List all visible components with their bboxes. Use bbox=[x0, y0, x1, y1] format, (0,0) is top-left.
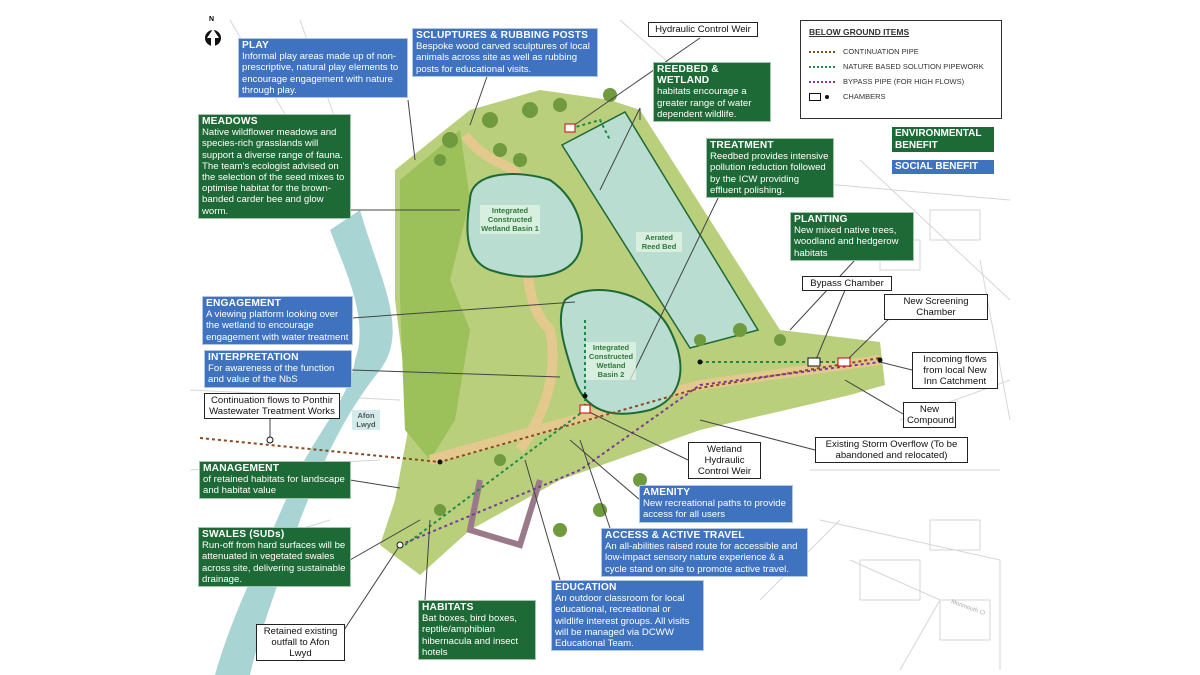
retained-outfall-callout: Retained existing outfall to Afon Lwyd bbox=[256, 624, 345, 661]
legend-label: NATURE BASED SOLUTION PIPEWORK bbox=[843, 62, 984, 71]
leader-lines bbox=[269, 37, 913, 631]
reed-bed bbox=[560, 111, 760, 349]
box-text: Informal play areas made up of non-presc… bbox=[242, 51, 399, 96]
legend-label: CONTINUATION PIPE bbox=[843, 47, 919, 56]
box-title: REEDBED & WETLAND bbox=[657, 64, 719, 87]
box-title: ENGAGEMENT bbox=[206, 298, 282, 309]
new-compound-callout: New Compound bbox=[903, 402, 956, 428]
box-title: EDUCATION bbox=[555, 582, 617, 593]
box-text: An all-abilities raised route for access… bbox=[605, 541, 798, 575]
box-title: SCLUPTURES & RUBBING POSTS bbox=[416, 30, 589, 41]
north-arrow-icon bbox=[205, 29, 221, 47]
box-text: Native wildflower meadows and species-ri… bbox=[202, 127, 345, 217]
chamber-icon bbox=[809, 92, 835, 101]
box-text: New mixed native trees, woodland and hed… bbox=[794, 225, 899, 259]
storm-overflow-callout: Existing Storm Overflow (To be abandoned… bbox=[815, 437, 968, 463]
box-title: SWALES (SUDs) bbox=[202, 529, 285, 540]
bypass-pipe-swatch bbox=[809, 80, 835, 83]
hydraulic-control-weir-callout: Hydraulic Control Weir bbox=[648, 22, 758, 37]
legend-label: BYPASS PIPE (FOR HIGH FLOWS) bbox=[843, 77, 965, 86]
box-title: INTERPRETATION bbox=[208, 352, 299, 363]
bypass-chamber-callout: Bypass Chamber bbox=[802, 276, 892, 291]
continuation-flows-callout: Continuation flows to Ponthir Wastewater… bbox=[204, 393, 340, 419]
environmental-benefit-key: ENVIRONMENTAL BENEFIT bbox=[892, 127, 994, 152]
nbs-pipe-swatch bbox=[809, 65, 835, 68]
river-afon-lwyd bbox=[215, 210, 393, 675]
box-text: Bat boxes, bird boxes, reptile/amphibian… bbox=[422, 613, 519, 658]
continuation-pipe-swatch bbox=[809, 50, 835, 53]
box-text: A viewing platform looking over the wetl… bbox=[206, 309, 349, 343]
box-text: Reedbed provides intensive pollution red… bbox=[710, 151, 829, 196]
legend-item: CONTINUATION PIPE bbox=[809, 44, 993, 59]
swales-box: SWALES (SUDs)Run-off from hard surfaces … bbox=[198, 527, 351, 588]
river-label: Afon Lwyd bbox=[352, 410, 380, 430]
legend-title: BELOW GROUND ITEMS bbox=[809, 27, 910, 37]
box-text: An outdoor classroom for local education… bbox=[555, 593, 690, 650]
bypass-pipe bbox=[399, 361, 881, 546]
box-title: ACCESS & ACTIVE TRAVEL bbox=[605, 530, 745, 541]
incoming-flows-callout: Incoming flows from local New Inn Catchm… bbox=[912, 352, 998, 389]
basin-2-label: Integrated Constructed Wetland Basin 2 bbox=[586, 342, 636, 380]
basin-1-label: Integrated Constructed Wetland Basin 1 bbox=[480, 205, 540, 234]
box-text: habitats encourage a greater range of wa… bbox=[657, 86, 752, 120]
classroom-path bbox=[466, 479, 543, 549]
legend-label: CHAMBERS bbox=[843, 92, 886, 101]
north-label: N bbox=[209, 16, 215, 23]
box-title: PLANTING bbox=[794, 214, 848, 225]
legend-item: NATURE BASED SOLUTION PIPEWORK bbox=[809, 59, 993, 74]
trees bbox=[434, 88, 786, 537]
screening-chamber-callout: New Screening Chamber bbox=[884, 294, 988, 320]
social-benefit-key: SOCIAL BENEFIT bbox=[892, 160, 994, 174]
chambers bbox=[266, 123, 883, 549]
legend: BELOW GROUND ITEMS CONTINUATION PIPE NAT… bbox=[800, 20, 1002, 119]
wetland-weir-callout: Wetland Hydraulic Control Weir bbox=[688, 442, 761, 479]
box-text: Bespoke wood carved sculptures of local … bbox=[416, 41, 590, 75]
box-title: AMENITY bbox=[643, 487, 691, 498]
box-text: For awareness of the function and value … bbox=[208, 363, 335, 386]
box-title: TREATMENT bbox=[710, 140, 774, 151]
box-title: MEADOWS bbox=[202, 116, 258, 127]
legend-item: BYPASS PIPE (FOR HIGH FLOWS) bbox=[809, 74, 993, 89]
reed-bed-label: Aerated Reed Bed bbox=[636, 232, 682, 252]
box-text: of retained habitats for landscape and h… bbox=[203, 474, 345, 497]
legend-item: CHAMBERS bbox=[809, 89, 993, 104]
box-title: PLAY bbox=[242, 40, 270, 51]
box-text: Run-off from hard surfaces will be atten… bbox=[202, 540, 346, 585]
meadow-dotted bbox=[400, 130, 470, 460]
box-title: MANAGEMENT bbox=[203, 463, 280, 474]
box-title: HABITATS bbox=[422, 602, 474, 613]
box-text: New recreational paths to provide access… bbox=[643, 498, 786, 521]
